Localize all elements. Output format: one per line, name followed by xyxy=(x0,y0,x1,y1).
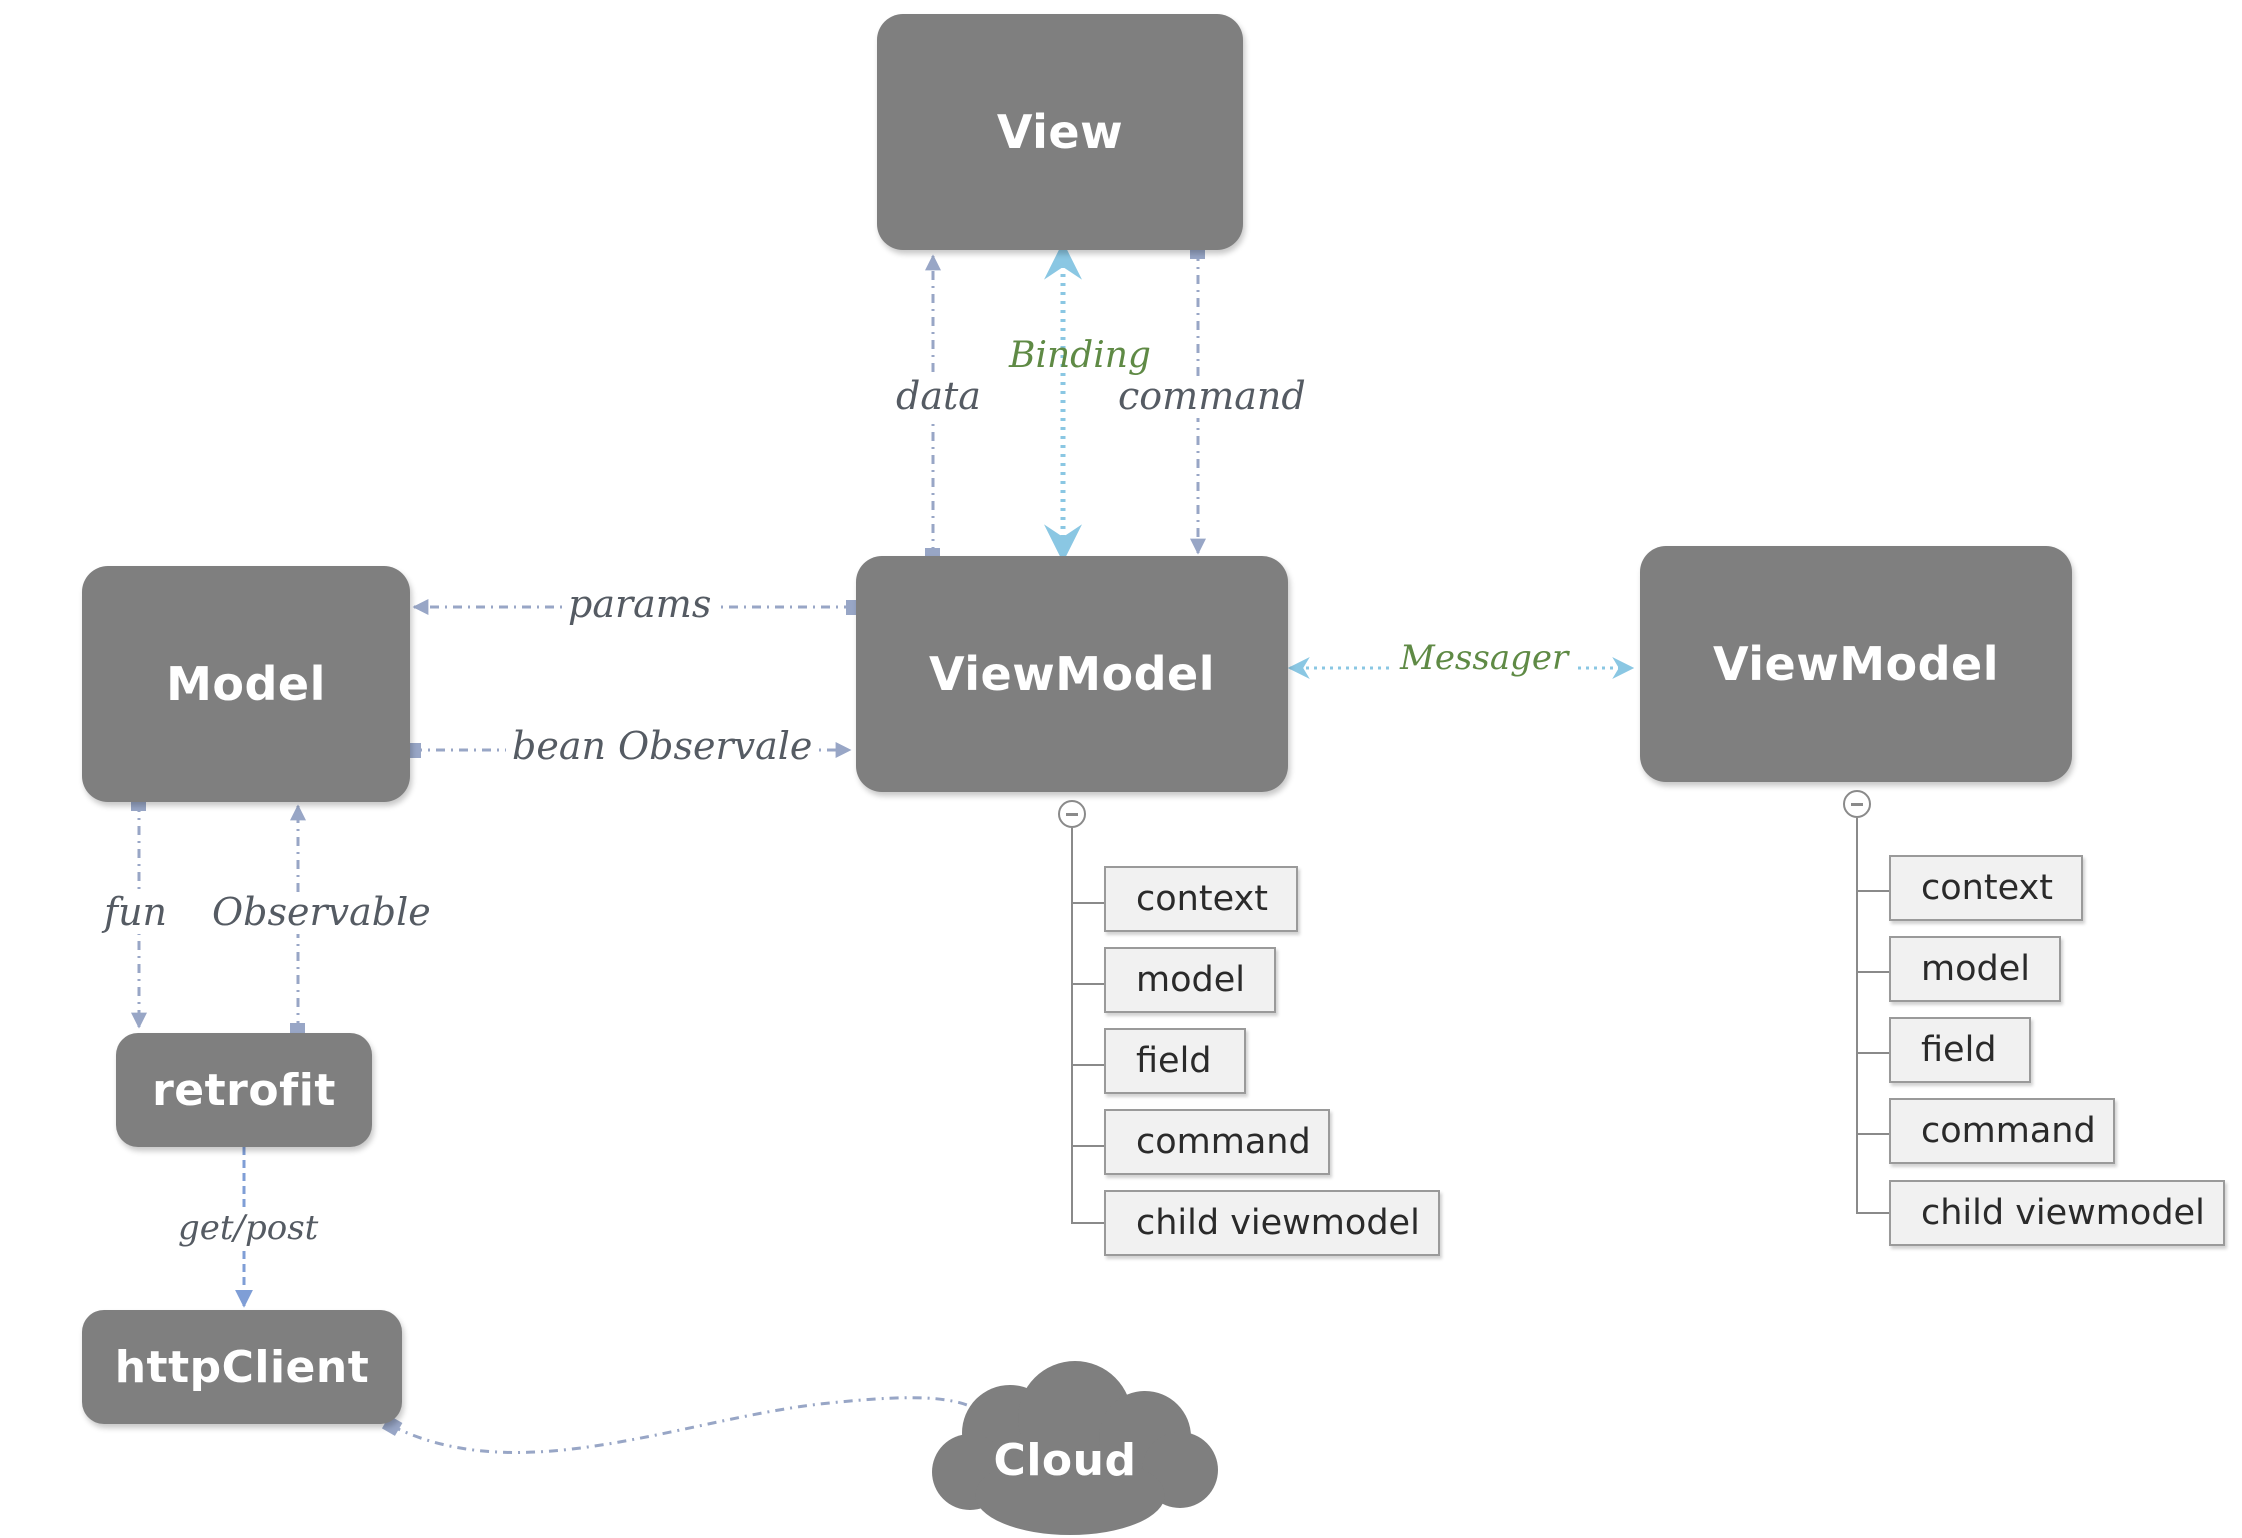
edge-http-cloud xyxy=(391,1396,990,1454)
viewmodel-peer-field-child-viewmodel[interactable]: child viewmodel xyxy=(1889,1180,2225,1246)
viewmodel-main-branch xyxy=(1071,1064,1105,1066)
viewmodel-main-field-field[interactable]: field xyxy=(1104,1028,1246,1094)
viewmodel-peer-node: ViewModel xyxy=(1640,546,2072,782)
viewmodel-main-field-child-viewmodel[interactable]: child viewmodel xyxy=(1104,1190,1440,1256)
edge-label-observable: Observable xyxy=(206,891,437,934)
retrofit-label: retrofit xyxy=(152,1064,336,1116)
viewmodel-peer-branch xyxy=(1856,971,1890,973)
viewmodel-main-label: ViewModel xyxy=(928,647,1216,701)
http-client-node: httpClient xyxy=(82,1310,402,1424)
viewmodel-main-tree-trunk xyxy=(1071,828,1073,1222)
cloud-label: Cloud xyxy=(993,1434,1137,1486)
viewmodel-main-field-model[interactable]: model xyxy=(1104,947,1276,1013)
viewmodel-peer-field-command[interactable]: command xyxy=(1889,1098,2115,1164)
viewmodel-main-branch xyxy=(1071,983,1105,985)
viewmodel-main-field-command[interactable]: command xyxy=(1104,1109,1330,1175)
model-label: Model xyxy=(166,657,326,711)
edge-label-binding: Binding xyxy=(1009,335,1151,376)
viewmodel-peer-tree-trunk xyxy=(1856,818,1858,1212)
viewmodel-peer-branch xyxy=(1856,890,1890,892)
viewmodel-main-branch xyxy=(1071,902,1105,904)
view-label: View xyxy=(996,105,1124,159)
edge-label-messager: Messager xyxy=(1394,639,1575,678)
viewmodel-main-branch xyxy=(1071,1222,1105,1224)
viewmodel-peer-branch xyxy=(1856,1212,1890,1214)
viewmodel-peer-label: ViewModel xyxy=(1712,637,2000,691)
viewmodel-main-field-context[interactable]: context xyxy=(1104,866,1298,932)
edge-label-command: command xyxy=(1112,375,1312,418)
edge-label-get-post: get/post xyxy=(172,1209,325,1248)
viewmodel-main-node: ViewModel xyxy=(856,556,1288,792)
retrofit-node: retrofit xyxy=(116,1033,372,1147)
cloud-shape xyxy=(932,1361,1218,1535)
viewmodel-main-collapse-icon[interactable] xyxy=(1058,800,1086,828)
viewmodel-peer-branch xyxy=(1856,1052,1890,1054)
viewmodel-peer-field-field[interactable]: field xyxy=(1889,1017,2031,1083)
viewmodel-peer-collapse-icon[interactable] xyxy=(1843,790,1871,818)
viewmodel-main-branch xyxy=(1071,1145,1105,1147)
viewmodel-peer-branch xyxy=(1856,1133,1890,1135)
edge-label-bean-observable: bean Observale xyxy=(506,725,819,768)
view-node: View xyxy=(877,14,1243,250)
cloud-label-wrap: Cloud xyxy=(950,1425,1180,1495)
viewmodel-peer-field-context[interactable]: context xyxy=(1889,855,2083,921)
viewmodel-peer-field-model[interactable]: model xyxy=(1889,936,2061,1002)
model-node: Model xyxy=(82,566,410,802)
edge-label-data: data xyxy=(890,375,987,418)
edge-label-params: params xyxy=(562,583,718,626)
http-client-label: httpClient xyxy=(114,1341,370,1393)
edge-label-fun: fun xyxy=(98,891,174,934)
